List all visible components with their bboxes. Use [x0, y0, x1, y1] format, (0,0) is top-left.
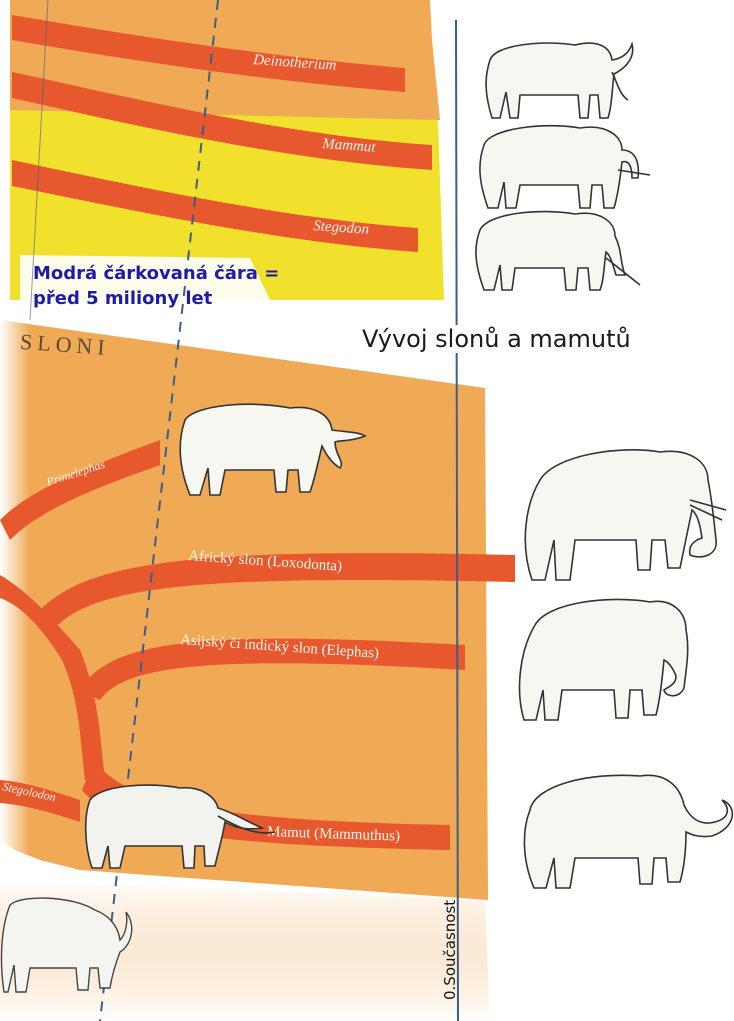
african-elephant-icon — [525, 450, 726, 580]
diagram-title: Vývoj slonů a mamutů — [360, 325, 633, 353]
asian-elephant-icon — [520, 599, 688, 720]
mammut-icon — [480, 126, 650, 208]
mammoth-icon — [524, 775, 732, 888]
present-label: 0.Současnost — [441, 900, 459, 1000]
note-line-2: před 5 miliony let — [33, 288, 212, 309]
stegodon-icon — [476, 212, 640, 290]
note-dashed-line: Modrá čárkovaná čára = před 5 miliony le… — [33, 261, 279, 311]
deinotherium-icon — [486, 43, 633, 118]
note-line-1: Modrá čárkovaná čára = — [33, 263, 279, 284]
